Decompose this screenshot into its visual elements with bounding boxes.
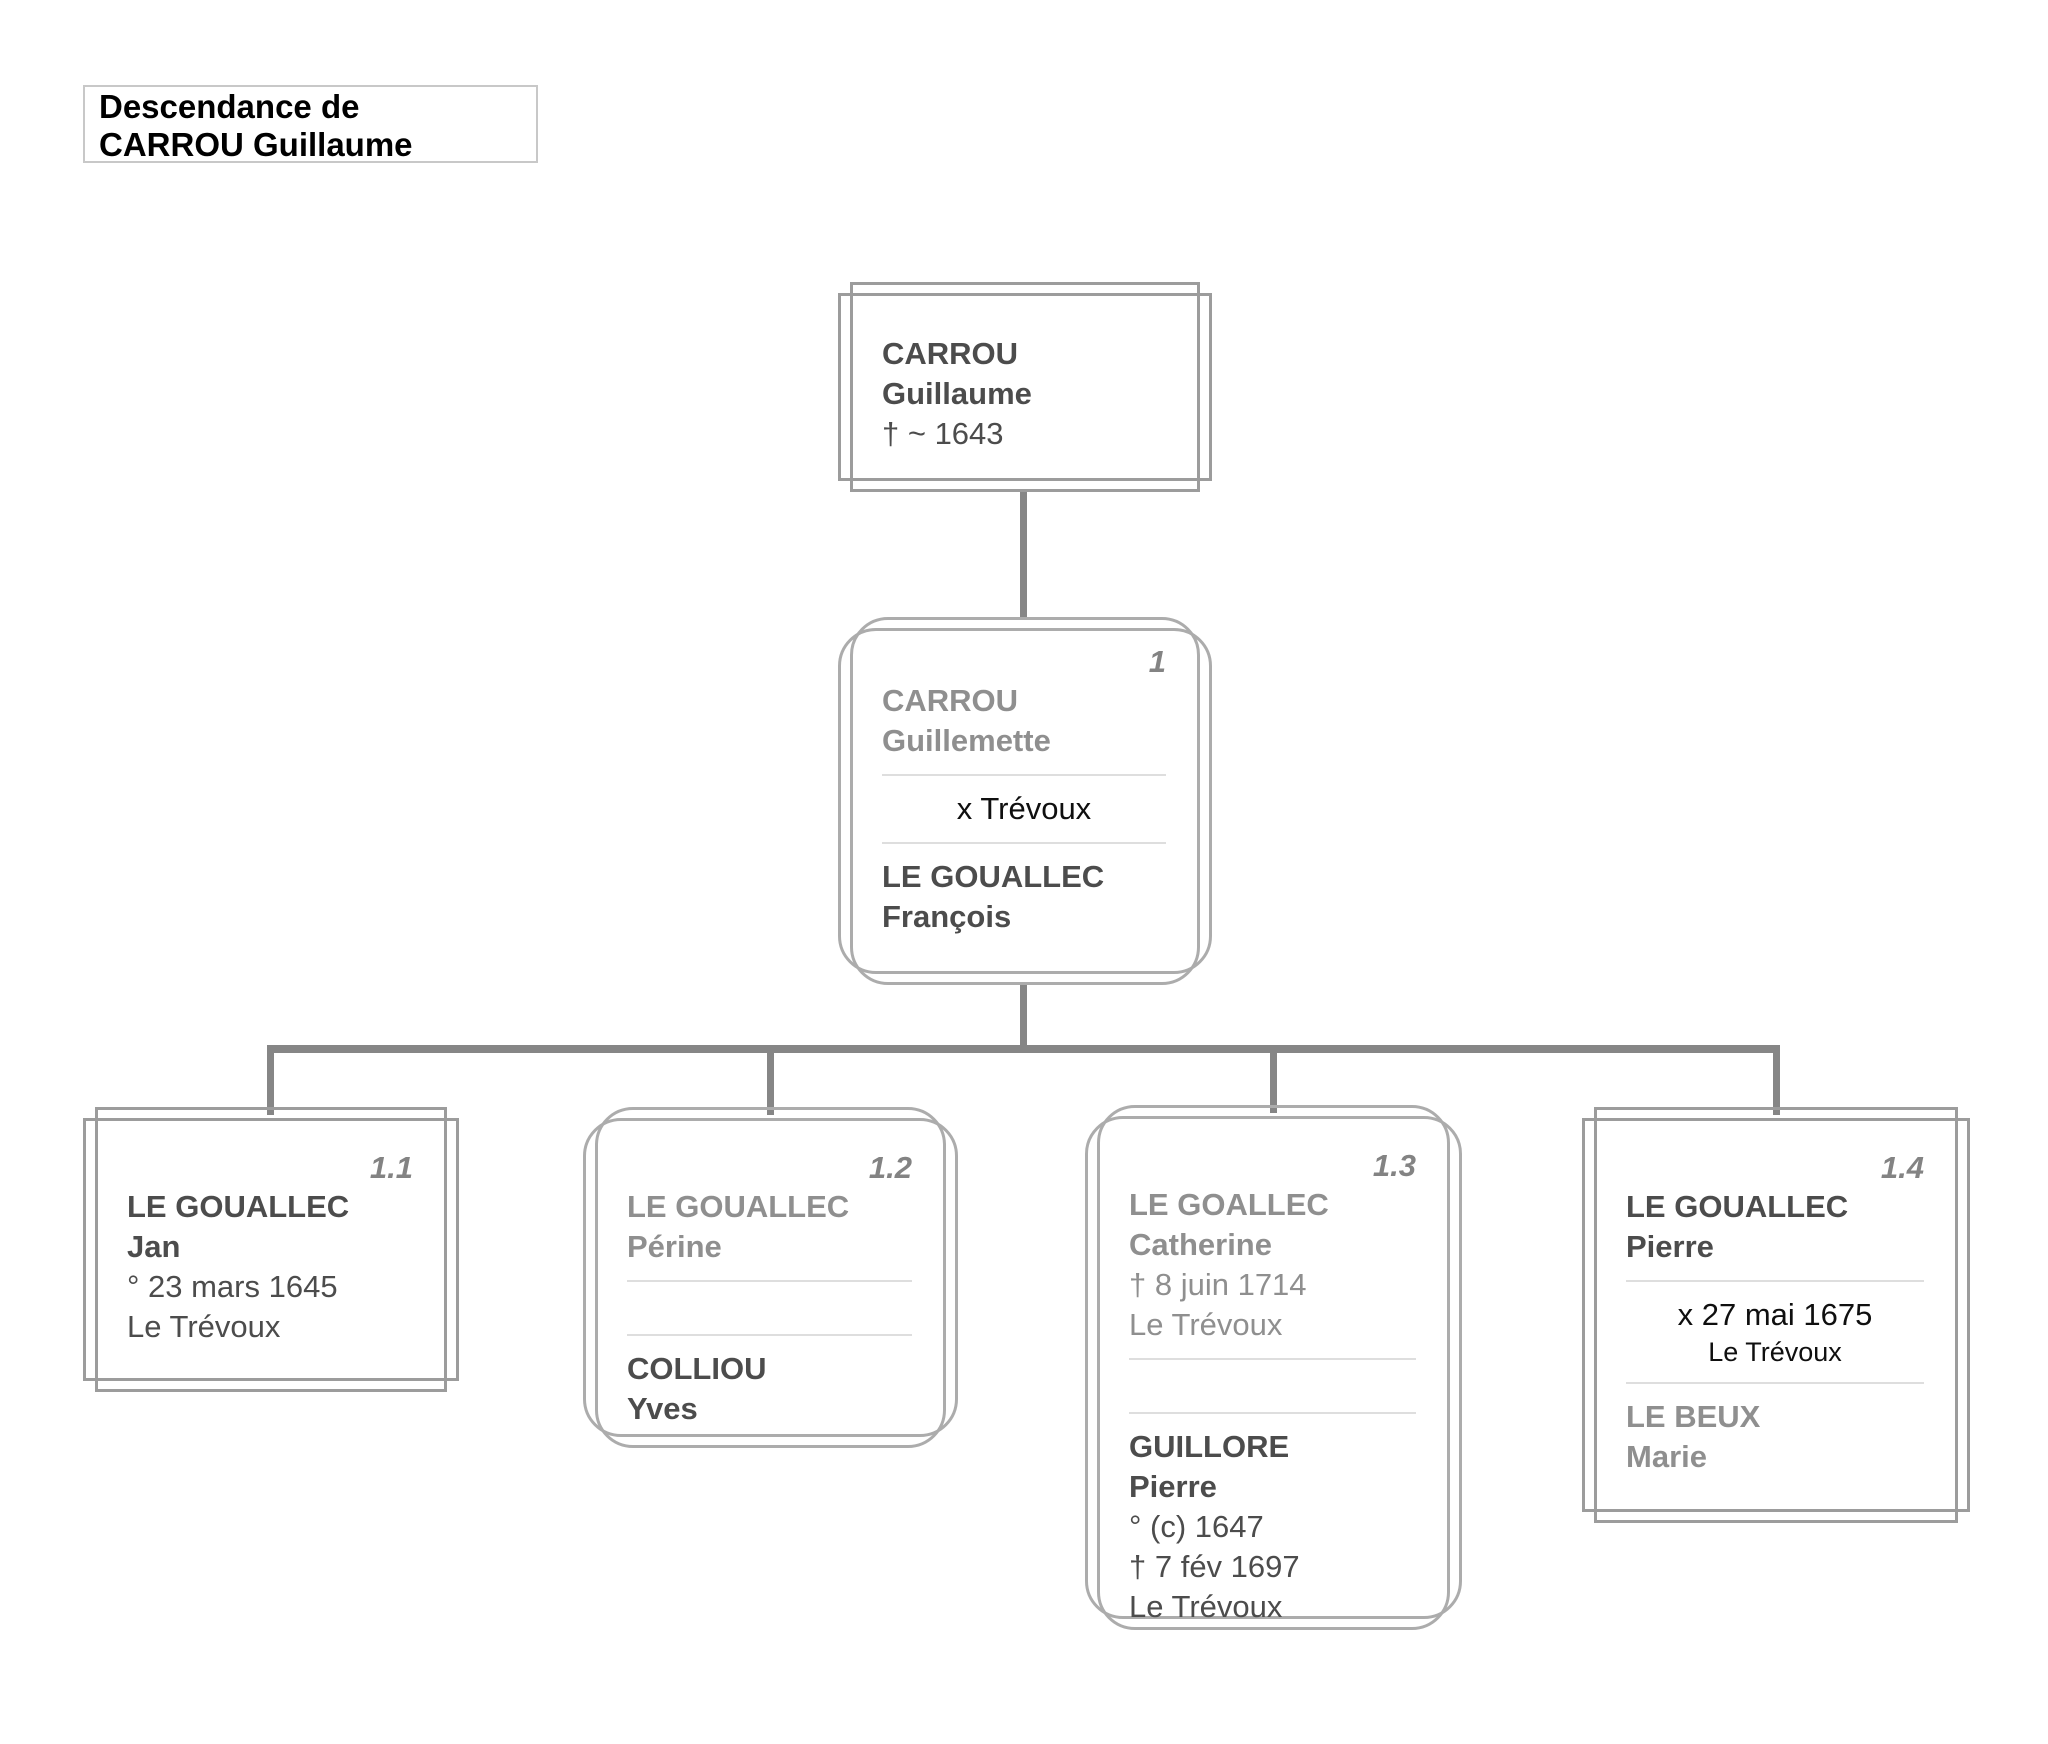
- marriage-date: x 27 mai 1675: [1677, 1297, 1873, 1332]
- chart-title-box: Descendance de CARROU Guillaume: [83, 85, 538, 163]
- node-carrou-guillaume[interactable]: CARROU Guillaume † ~ 1643: [838, 282, 1212, 492]
- node-frame-vertical: [95, 1107, 447, 1392]
- person-surname: LE GOUALLEC: [127, 1189, 350, 1224]
- node-le-gouallec-pierre[interactable]: 1.4 LE GOUALLEC Pierre x 27 mai 1675 Le …: [1582, 1107, 1970, 1523]
- connector-drop-child4: [1773, 1051, 1780, 1115]
- spouse-surname: COLLIOU: [627, 1351, 767, 1386]
- separator: [1626, 1280, 1924, 1282]
- node-frame-horizontal: [838, 628, 1212, 974]
- marriage-info: x Trévoux: [882, 789, 1166, 829]
- node-frame-vertical: [1594, 1107, 1958, 1523]
- person-surname: LE GOUALLEC: [627, 1189, 850, 1224]
- connector-drop-child1: [267, 1051, 274, 1115]
- sosa-number: 1.2: [868, 1150, 912, 1185]
- spouse-surname: GUILLORE: [1129, 1429, 1290, 1464]
- marriage-info: x 27 mai 1675 Le Trévoux: [1626, 1295, 1924, 1369]
- spouse-surname: LE BEUX: [1626, 1399, 1761, 1434]
- node-content: CARROU Guillaume † ~ 1643: [882, 282, 1166, 486]
- spouse-given-name: François: [882, 899, 1012, 934]
- chart-title-line1: Descendance de: [99, 88, 360, 125]
- node-content: 1.1 LE GOUALLEC Jan ° 23 mars 1645 Le Tr…: [127, 1107, 413, 1386]
- empty-marriage-block: [627, 1295, 912, 1321]
- person-birth-event: ° 23 mars 1645: [127, 1269, 338, 1304]
- node-frame-horizontal: [1582, 1118, 1970, 1512]
- person-given-name: Guillaume: [882, 376, 1032, 411]
- node-frame-vertical: [850, 282, 1200, 492]
- node-content: 1.2 LE GOUALLEC Périne COLLIOU Yves: [627, 1107, 912, 1442]
- person-surname: CARROU: [882, 683, 1019, 718]
- empty-marriage-block: [1129, 1373, 1416, 1399]
- node-frame-vertical: [850, 617, 1200, 985]
- node-le-goallec-catherine[interactable]: 1.3 LE GOALLEC Catherine † 8 juin 1714 L…: [1085, 1105, 1462, 1630]
- marriage-place: Le Trévoux: [1708, 1337, 1842, 1367]
- node-content: 1.3 LE GOALLEC Catherine † 8 juin 1714 L…: [1129, 1105, 1416, 1624]
- sosa-number: 1.4: [1880, 1150, 1924, 1185]
- person-given-name: Périne: [627, 1229, 722, 1264]
- person-birth-place: Le Trévoux: [127, 1309, 281, 1344]
- node-content: 1.4 LE GOUALLEC Pierre x 27 mai 1675 Le …: [1626, 1107, 1924, 1517]
- connector-drop-child2: [767, 1051, 774, 1115]
- person-given-name: Guillemette: [882, 723, 1051, 758]
- separator: [627, 1280, 912, 1282]
- person-given-name: Pierre: [1626, 1229, 1714, 1264]
- separator: [882, 774, 1166, 776]
- connector-root-to-gen1: [1020, 490, 1027, 620]
- spouse-birth-event: ° (c) 1647: [1129, 1509, 1264, 1544]
- person-surname: LE GOALLEC: [1129, 1187, 1329, 1222]
- sosa-number: 1.1: [369, 1150, 413, 1185]
- connector-gen1-to-bus: [1020, 983, 1027, 1047]
- marriage-place: x Trévoux: [956, 791, 1092, 826]
- connector-bus: [267, 1045, 1780, 1053]
- node-frame-vertical: [1097, 1105, 1450, 1630]
- connector-drop-child3: [1270, 1051, 1277, 1113]
- spouse-given-name: Yves: [627, 1391, 698, 1426]
- separator: [1626, 1382, 1924, 1384]
- sosa-number: 1.3: [1372, 1148, 1416, 1183]
- separator: [1129, 1412, 1416, 1414]
- node-frame-horizontal: [83, 1118, 459, 1381]
- chart-title-line2: CARROU Guillaume: [99, 126, 413, 163]
- separator: [627, 1334, 912, 1336]
- person-death-event: † ~ 1643: [882, 416, 1004, 451]
- person-death-place: Le Trévoux: [1129, 1307, 1283, 1342]
- sosa-number: 1: [1148, 644, 1166, 679]
- spouse-given-name: Pierre: [1129, 1469, 1217, 1504]
- node-le-gouallec-jan[interactable]: 1.1 LE GOUALLEC Jan ° 23 mars 1645 Le Tr…: [83, 1107, 459, 1392]
- spouse-given-name: Marie: [1626, 1439, 1707, 1474]
- person-surname: CARROU: [882, 336, 1019, 371]
- spouse-surname: LE GOUALLEC: [882, 859, 1105, 894]
- spouse-death-event: † 7 fév 1697: [1129, 1549, 1300, 1584]
- separator: [1129, 1358, 1416, 1360]
- node-le-gouallec-perine[interactable]: 1.2 LE GOUALLEC Périne COLLIOU Yves: [583, 1107, 958, 1448]
- person-death-event: † 8 juin 1714: [1129, 1267, 1307, 1302]
- node-frame-horizontal: [1085, 1116, 1462, 1619]
- spouse-death-place: Le Trévoux: [1129, 1589, 1283, 1624]
- node-frame-horizontal: [838, 293, 1212, 481]
- person-given-name: Jan: [127, 1229, 181, 1264]
- person-surname: LE GOUALLEC: [1626, 1189, 1849, 1224]
- node-carrou-guillemette[interactable]: 1 CARROU Guillemette x Trévoux LE GOUALL…: [838, 617, 1212, 985]
- person-given-name: Catherine: [1129, 1227, 1272, 1262]
- separator: [882, 842, 1166, 844]
- node-content: 1 CARROU Guillemette x Trévoux LE GOUALL…: [882, 617, 1166, 979]
- node-frame-horizontal: [583, 1118, 958, 1437]
- node-frame-vertical: [595, 1107, 946, 1448]
